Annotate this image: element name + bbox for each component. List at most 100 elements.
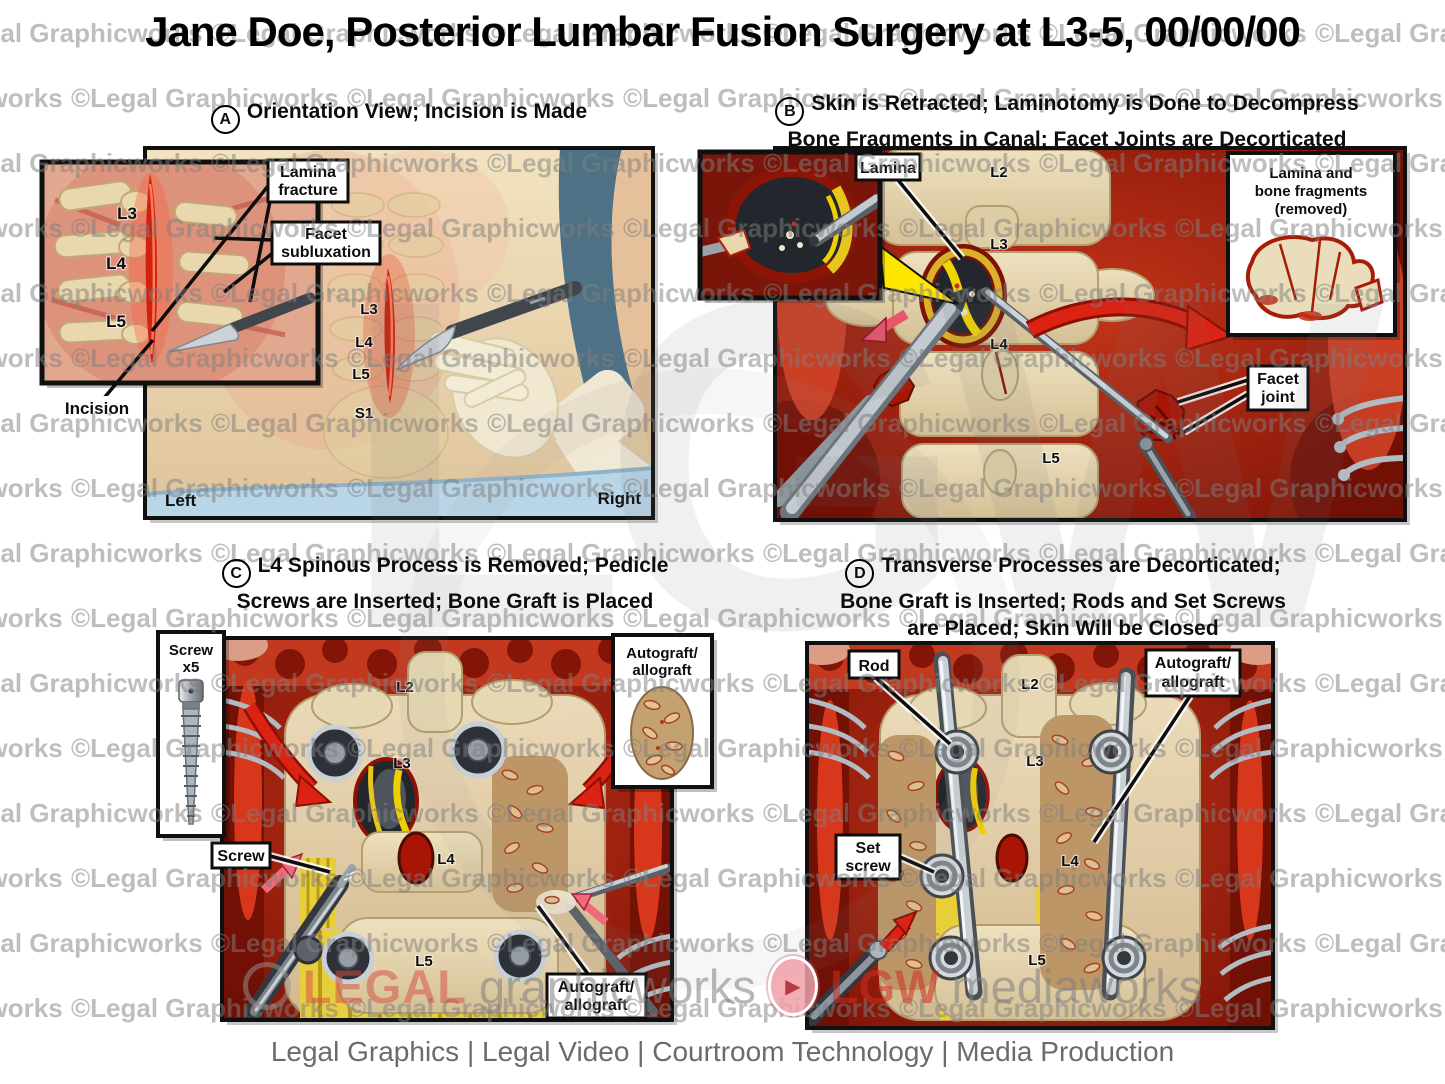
panel-c-title-line: L4 Spinous Process is Removed; Pedicle	[257, 554, 669, 577]
decorticated-l4-bed	[995, 833, 1029, 883]
panel-a-inset-frame	[39, 159, 321, 386]
label-line: joint	[1260, 389, 1295, 406]
panel-a-heading: A Orientation View; Incision is Made	[145, 98, 653, 134]
surgeon-forearm	[611, 148, 653, 470]
panel-d-title-line: Transverse Processes are Decorticated;	[881, 554, 1281, 577]
level-label: L5	[1042, 450, 1060, 467]
decorticated-l4-bed	[397, 831, 435, 885]
red-removal-arrow	[1025, 297, 1235, 352]
rongeur-instrument	[775, 286, 972, 520]
label-line: allograft	[1161, 674, 1225, 691]
level-label: L4	[106, 254, 126, 273]
panel-b-title-line: Skin is Retracted; Laminotomy is Done to…	[811, 92, 1359, 115]
side-label-left: Left	[165, 491, 197, 510]
panel-d-figure: L2 L3 L4 L5	[805, 641, 1278, 1033]
level-label: L4	[437, 851, 455, 868]
panel-d-illustration	[807, 643, 1273, 1028]
panel-c-title-line: Screws are Inserted; Bone Graft is Place…	[236, 590, 654, 613]
inset-scalpel	[167, 292, 316, 353]
panel-b-callouts: Lamina Facet joint	[854, 152, 1310, 436]
panel-d-title-line: Bone Graft is Inserted; Rods and Set Scr…	[840, 590, 1286, 613]
pedicle-screw-art	[178, 679, 204, 825]
level-label: L3	[117, 204, 137, 223]
graft-bed	[492, 756, 568, 912]
panel-a-title: Orientation View; Incision is Made	[246, 100, 588, 123]
panel-b-frame	[773, 146, 1407, 522]
label-line: bone fragments	[1255, 183, 1368, 200]
panel-d-title-line: are Placed; Skin Will be Closed	[907, 617, 1219, 640]
panel-a-inset: L3 L4 L5	[39, 159, 323, 388]
panel-c-illustration	[222, 638, 672, 1020]
label-lamina: Lamina	[854, 152, 922, 182]
panel-c-callouts: Screw Autograft/ allograft	[210, 841, 648, 1020]
decorticator-instrument	[1138, 436, 1196, 520]
level-label: L3	[360, 301, 378, 318]
retractors	[807, 697, 1273, 1002]
level-label: S1	[355, 405, 373, 422]
level-label: L5	[1028, 952, 1046, 969]
probe-instrument	[981, 287, 1173, 443]
panel-c-figure: L2 L3 L4 L5	[220, 636, 677, 1025]
label-line: Screw	[217, 848, 265, 865]
label-line: Facet	[1257, 371, 1299, 388]
poster-title: Jane Doe, Posterior Lumbar Fusion Surger…	[145, 8, 1301, 55]
label-line: (removed)	[1275, 201, 1348, 218]
label-rod: Rod	[847, 649, 901, 680]
label-line: subluxation	[281, 244, 371, 261]
label-line: x5	[183, 659, 200, 676]
spine-silhouette	[323, 192, 449, 479]
retractors	[1332, 395, 1405, 481]
panel-b-closeup-inset	[697, 149, 885, 303]
level-label: L4	[1061, 853, 1079, 870]
red-insert-arrow-left	[243, 701, 333, 808]
pink-arrow	[860, 309, 909, 343]
label-incision: Incision	[52, 396, 142, 422]
level-label: L3	[393, 755, 411, 772]
panel-c-letter-badge: C	[221, 559, 251, 588]
level-label: L4	[355, 334, 373, 351]
level-label: L2	[396, 679, 414, 696]
panel-b-heading: B Skin is Retracted; Laminotomy is Done t…	[737, 90, 1397, 153]
table-drape-band	[145, 468, 653, 518]
label-facet-joint: Facet joint	[1246, 364, 1310, 412]
label-line: Lamina	[860, 160, 916, 177]
pink-arrow	[570, 893, 609, 926]
label-line: Autograft/	[558, 979, 635, 996]
level-label: L3	[990, 236, 1008, 253]
label-facet-subluxation: Facet subluxation	[270, 220, 382, 266]
set-screw-heads	[919, 729, 1147, 981]
label-line: allograft	[564, 997, 628, 1014]
label-line: Screw	[169, 642, 214, 659]
set-screw-driver	[807, 940, 888, 1026]
level-label: L2	[1021, 676, 1039, 693]
label-line: screw	[845, 858, 891, 875]
pedicle-screw-heads	[306, 721, 547, 985]
scalpel	[395, 281, 582, 371]
panel-d-frame	[805, 641, 1275, 1030]
label-line: Set	[856, 840, 882, 857]
label-line: allograft	[632, 662, 691, 679]
label-autograft-bottom: Autograft/ allograft	[545, 972, 648, 1020]
panel-d-letter-badge: D	[845, 559, 875, 588]
level-label: L2	[990, 164, 1008, 181]
graft-bed-right	[1040, 715, 1115, 990]
level-label: L5	[415, 953, 433, 970]
screwdriver	[243, 864, 356, 1020]
drape	[558, 148, 642, 442]
side-label-right: Right	[598, 489, 642, 508]
panel-a-letter-badge: A	[210, 105, 240, 134]
panel-b-removed-inset: Lamina and bone fragments (removed)	[1226, 151, 1400, 340]
panel-a-figure: Left Right L3 L4 L5 S1	[143, 146, 658, 523]
panel-a-callouts: Lamina fracture Facet subluxation Incisi…	[52, 158, 382, 422]
panel-b-closeup-frame	[697, 149, 883, 301]
panel-b-letter-badge: B	[775, 97, 805, 126]
bone-fragments-art	[1245, 235, 1384, 321]
label-line: Autograft/	[1155, 655, 1232, 672]
footer-services: Legal Graphics | Legal Video | Courtroom…	[270, 1036, 1175, 1067]
label-screw: Screw	[210, 841, 272, 870]
label-line: Autograft/	[626, 645, 698, 662]
